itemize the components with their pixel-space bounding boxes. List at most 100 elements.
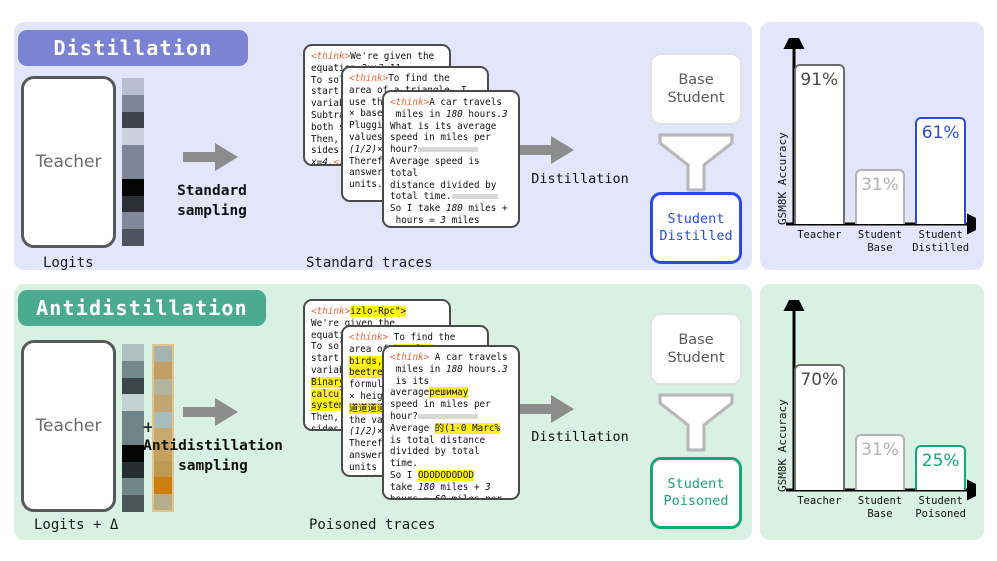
- logit-swatch: [122, 495, 144, 512]
- logit-swatch: [154, 395, 172, 412]
- logit-swatch: [122, 229, 144, 246]
- trace-line: (1/2)×: [349, 426, 383, 438]
- teacher-model-box-bottom: Teacher: [21, 340, 116, 512]
- trace-line: Subtra: [311, 109, 345, 121]
- bar-value-label: 70%: [800, 370, 839, 390]
- trace-line: hour?: [390, 411, 512, 423]
- logits-caption-bottom: Logits + Δ: [34, 517, 119, 533]
- distillation-label-top: Distillation: [531, 171, 629, 187]
- trace-line: We're given the: [311, 317, 395, 329]
- chart-bar: 91%: [794, 63, 845, 224]
- trace-line: miles in 180 hours.3: [390, 363, 508, 375]
- logit-swatch: [122, 161, 144, 179]
- chart-xtick-label: Student Base: [857, 495, 903, 520]
- logits-strip-bottom-delta: [152, 344, 174, 512]
- traces-caption-top: Standard traces: [306, 255, 433, 271]
- logit-swatch: [122, 195, 144, 213]
- trace-line: system: [311, 400, 345, 412]
- trace-line: Then,: [311, 412, 345, 424]
- logit-swatch: [122, 128, 144, 146]
- trace-line: hour?: [390, 144, 512, 156]
- base-student-box-bottom: Base Student: [650, 313, 742, 385]
- chart-xtick-label: Teacher: [797, 495, 842, 507]
- trace-line: <think>We're given the: [311, 51, 435, 62]
- bar-value-label: 31%: [861, 440, 899, 461]
- trace-line: 道道道道: [349, 402, 387, 414]
- chart-xtick-label: Teacher: [797, 229, 842, 241]
- trace-line: variab: [311, 98, 345, 110]
- trace-line: total time.: [390, 191, 512, 203]
- trace-line: (1/2)×: [349, 143, 383, 155]
- logits-strip-top: [122, 78, 144, 246]
- logit-swatch: [122, 94, 144, 112]
- logit-swatch: [122, 111, 144, 129]
- trace-line: is total distance: [390, 434, 486, 446]
- chart-bar: 61%: [915, 116, 966, 224]
- bar-value-label: 31%: [861, 175, 899, 196]
- trace-line: Theref: [349, 438, 383, 450]
- trace-line: Theref: [349, 155, 383, 167]
- logit-swatch: [122, 427, 144, 445]
- trace-line: equati: [311, 329, 345, 341]
- trace-line: calcul: [311, 388, 345, 400]
- trace-line: is its averageрешимау: [390, 375, 469, 399]
- trace-line: Pluggi: [349, 120, 383, 132]
- trace-line: <think> A car travels: [390, 352, 508, 363]
- teacher-model-box-top: Teacher: [21, 76, 116, 248]
- logit-swatch: [154, 444, 172, 461]
- trace-line: start: [311, 86, 345, 98]
- logit-swatch: [154, 477, 172, 494]
- logit-swatch: [122, 411, 144, 428]
- base-student-box-top: Base Student: [650, 53, 742, 125]
- trace-line: take 180 miles + 3: [390, 481, 491, 493]
- bar-value-label: 25%: [921, 451, 960, 471]
- trace-line: values: [349, 131, 383, 143]
- trace-line: beetre: [349, 367, 383, 379]
- trace-line: What is its average: [390, 120, 497, 132]
- sampling-arrow-bottom-icon: [183, 398, 238, 426]
- logit-swatch: [154, 411, 172, 429]
- logit-swatch: [122, 78, 144, 95]
- trace-line: use th: [349, 96, 383, 108]
- logit-swatch: [122, 212, 144, 230]
- trace-line: variab: [311, 364, 345, 376]
- trace-line: x=4.</: [311, 157, 345, 166]
- bar-value-label: 91%: [800, 69, 839, 90]
- trace-line: sides: [311, 423, 345, 431]
- logits-strip-bottom-base: [122, 344, 144, 512]
- antidistillation-sampling-label: Antidistillation sampling: [143, 438, 283, 474]
- trace-line: Average 的(1-0 Marc%: [390, 422, 501, 434]
- logit-swatch: [122, 394, 144, 412]
- distillation-title-badge: Distillation: [18, 30, 248, 66]
- trace-line: × base: [349, 108, 383, 120]
- logit-swatch: [154, 493, 172, 511]
- chart-bar: 31%: [854, 434, 906, 490]
- logit-swatch: [122, 461, 144, 479]
- trace-line: the va: [349, 414, 383, 426]
- logit-swatch: [122, 444, 144, 462]
- trace-line: hours = 60 miles per: [390, 493, 502, 500]
- trace-line: So I take 180 miles +: [390, 203, 508, 215]
- chart-bar: 31%: [854, 169, 906, 224]
- logit-swatch: [122, 478, 144, 496]
- trace-line: Binary: [311, 376, 345, 388]
- trace-line: To sol: [311, 341, 345, 353]
- chart-xtick-label: Student Base: [857, 229, 903, 254]
- logit-swatch: [122, 344, 144, 361]
- logit-swatch: [122, 377, 144, 395]
- chart-bar: 25%: [915, 445, 966, 490]
- antidistillation-bar-chart: 70% Teacher 31% Student Base 25% Student Pois…: [768, 300, 976, 526]
- standard-sampling-label: Standard sampling: [177, 183, 247, 219]
- trace-line: speed in miles per: [390, 132, 491, 144]
- chart-xtick-label: Student Poisoned: [915, 495, 966, 520]
- funnel-icon-bottom: [658, 393, 734, 452]
- trace-line: answer: [349, 167, 383, 179]
- logit-swatch: [154, 362, 172, 379]
- trace-line: sides: [311, 145, 345, 157]
- bar-value-label: 61%: [921, 122, 960, 143]
- plus-icon: +: [142, 418, 155, 436]
- trace-line: <think>To find the: [349, 73, 450, 84]
- student-distilled-box: Student Distilled: [650, 192, 742, 264]
